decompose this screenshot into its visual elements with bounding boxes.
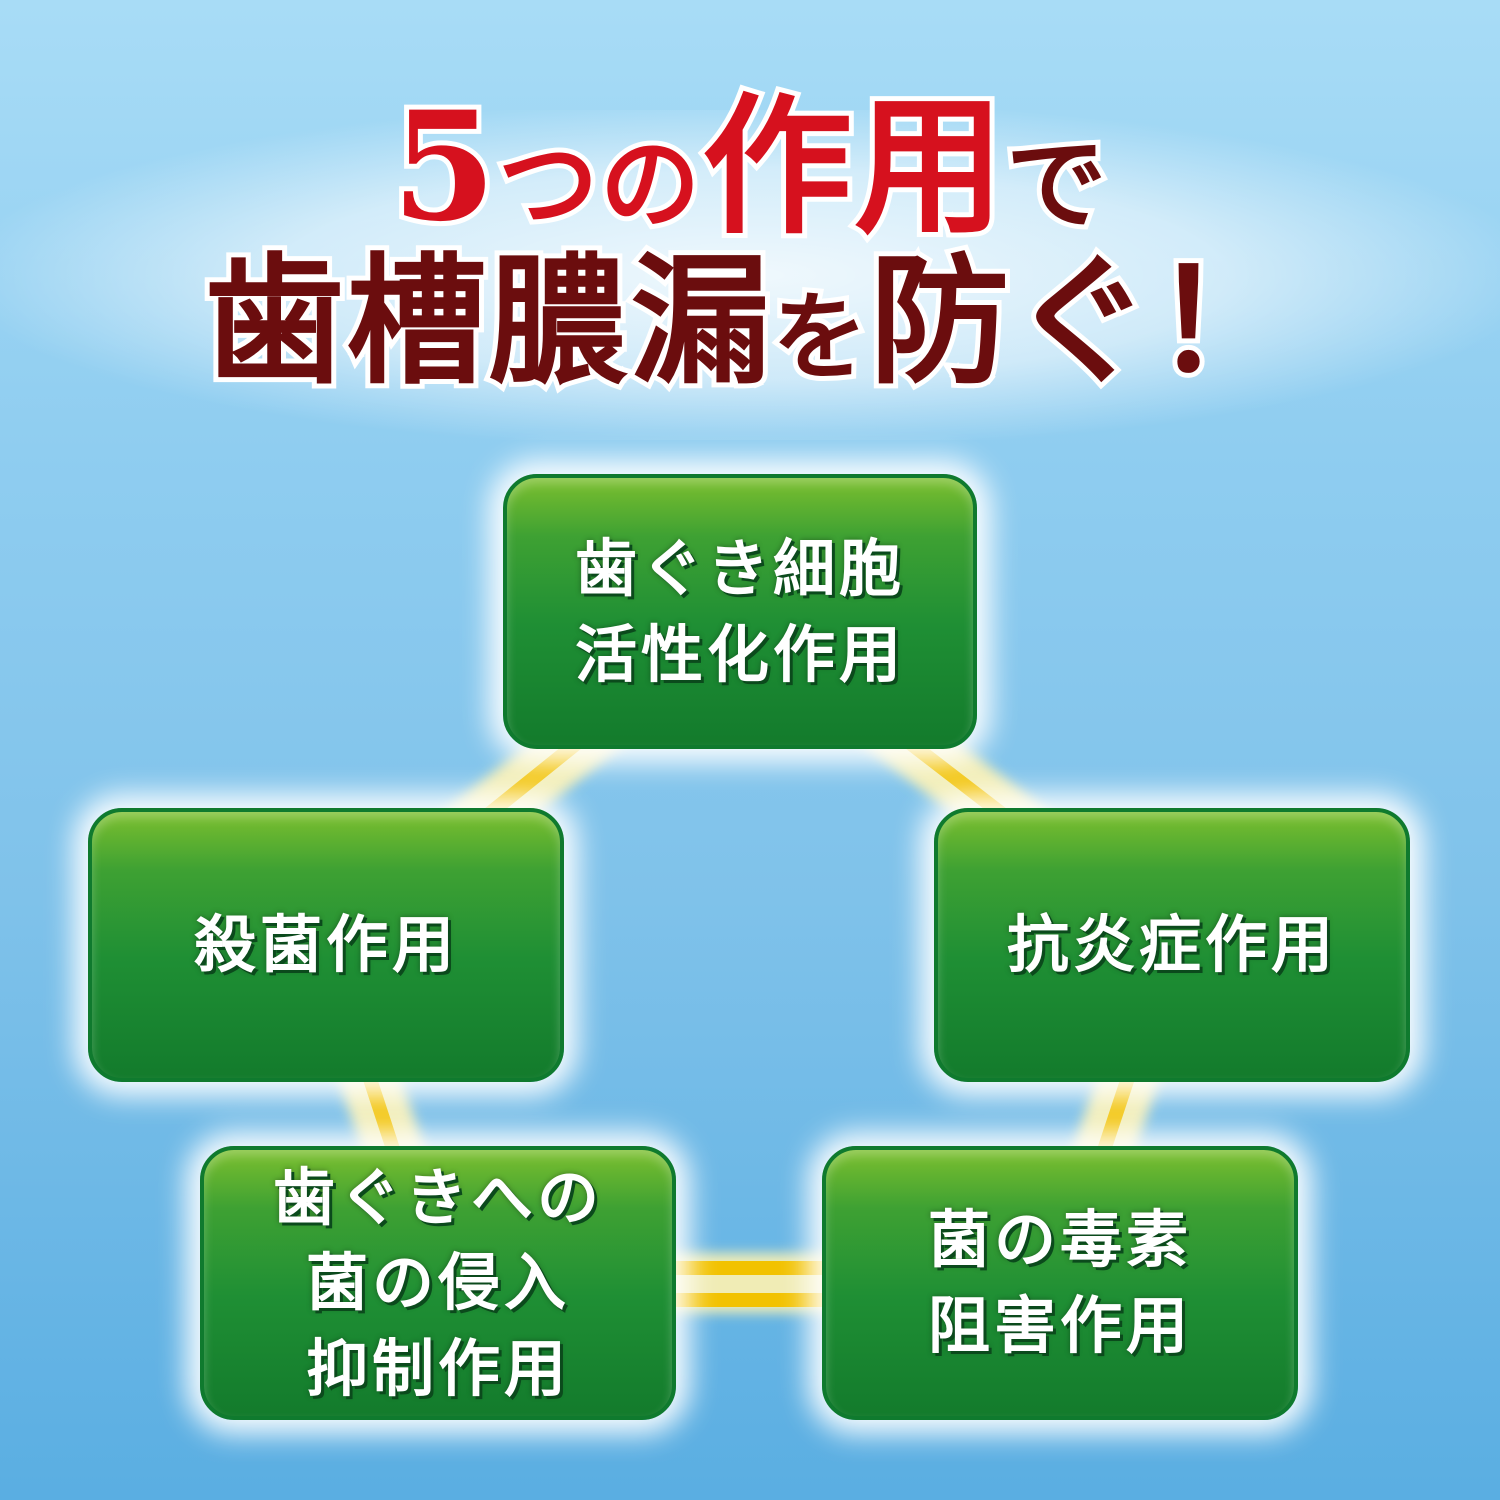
headline-fusegu: 防ぐ！ (864, 240, 1298, 404)
node-bottom-right-line-2: 阻害作用 (927, 1289, 1192, 1362)
headline-sakuyou: 作用 (697, 79, 1009, 255)
node-top: 歯ぐき細胞 活性化作用 (503, 474, 977, 749)
node-left: 殺菌作用 (88, 808, 564, 1082)
headline-line-2: 歯槽膿漏を防ぐ！ (0, 240, 1500, 404)
headline-main: 歯槽膿漏 (199, 240, 775, 404)
headline-wo: を (767, 282, 872, 393)
node-top-line-2: 活性化作用 (574, 617, 905, 691)
node-bottom-right: 菌の毒素 阻害作用 (822, 1146, 1298, 1420)
node-left-line-1: 殺菌作用 (193, 908, 458, 982)
headline-line-1: 5つの作用で (0, 79, 1500, 255)
node-top-line-1: 歯ぐき細胞 (574, 531, 905, 605)
headline-tsu: つの (493, 125, 705, 243)
node-bottom-left-line-1: 歯ぐきへの (272, 1160, 603, 1234)
node-bottom-left-line-2: 菌の侵入 (305, 1246, 570, 1320)
title-glow-band (0, 110, 1500, 440)
node-bottom-right-line-1: 菌の毒素 (927, 1203, 1192, 1277)
node-bottom-left: 歯ぐきへの 菌の侵入 抑制作用 (200, 1146, 676, 1420)
node-right-line-1: 抗炎症作用 (1006, 908, 1337, 982)
headline-de: で (1001, 125, 1111, 243)
headline-number: 5 (387, 79, 501, 255)
node-right: 抗炎症作用 (934, 808, 1410, 1082)
node-bottom-left-line-3: 抑制作用 (305, 1331, 570, 1405)
